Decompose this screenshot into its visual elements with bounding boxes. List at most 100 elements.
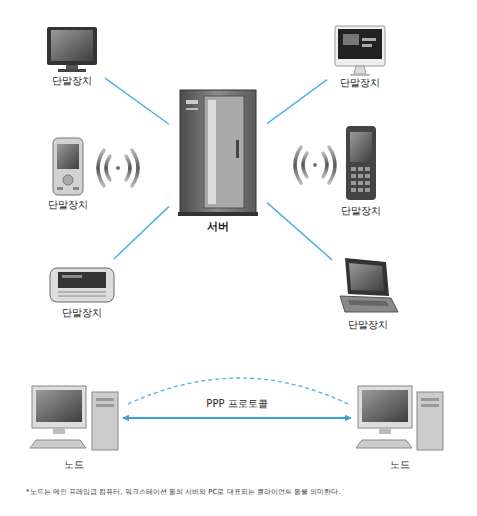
terminal-node: 단말장치 bbox=[333, 252, 403, 331]
handheld-icon bbox=[50, 268, 114, 302]
laptop-icon bbox=[348, 300, 389, 306]
laptop-icon bbox=[340, 296, 398, 312]
link-line bbox=[267, 203, 332, 260]
pda-icon bbox=[57, 187, 63, 190]
desktop-monitor-icon bbox=[362, 44, 372, 47]
device-label: 단말장치 bbox=[40, 74, 104, 87]
pc-icon bbox=[30, 386, 118, 450]
terminal-node: 단말장치 bbox=[40, 22, 104, 87]
server-cabinet-icon bbox=[178, 90, 258, 216]
wireless-symbol bbox=[303, 153, 307, 177]
protocol-arrow bbox=[123, 417, 351, 419]
handheld-icon bbox=[50, 268, 114, 302]
computer-node: 노드 bbox=[353, 380, 447, 471]
device-label: 노드 bbox=[353, 458, 447, 471]
wireless-symbol bbox=[132, 150, 138, 186]
server-cabinet-icon bbox=[180, 90, 256, 214]
device-label: 노드 bbox=[27, 458, 121, 471]
phone-icon bbox=[365, 167, 370, 171]
link-line bbox=[114, 206, 169, 259]
wireless-symbol bbox=[329, 147, 335, 183]
laptop-icon bbox=[349, 263, 384, 291]
terminal-node: 단말장치 bbox=[43, 132, 93, 211]
device-label: 단말장치 bbox=[43, 198, 93, 211]
pc-icon bbox=[30, 440, 86, 448]
handheld-icon bbox=[58, 272, 106, 288]
laptop-icon bbox=[345, 258, 389, 296]
pda-icon bbox=[53, 138, 83, 195]
pc-icon bbox=[96, 398, 114, 401]
phone-icon bbox=[358, 188, 363, 192]
server-cabinet-icon bbox=[186, 108, 198, 110]
desktop-monitor-icon bbox=[350, 74, 370, 76]
wireless-symbol bbox=[106, 156, 110, 180]
phone-icon bbox=[351, 167, 356, 171]
phone-icon bbox=[365, 174, 370, 178]
handheld-icon bbox=[62, 275, 82, 278]
pc-icon bbox=[32, 386, 86, 428]
pc-icon bbox=[358, 386, 412, 428]
device-label: 단말장치 bbox=[44, 306, 120, 319]
tv-monitor-icon bbox=[47, 27, 97, 72]
tv-monitor-icon bbox=[58, 69, 86, 72]
phone-icon bbox=[350, 132, 372, 162]
computer-node: 노드 bbox=[27, 380, 121, 471]
server-cabinet-icon bbox=[178, 212, 258, 216]
wireless-symbol bbox=[323, 153, 327, 177]
handheld-icon bbox=[58, 292, 106, 293]
link-line bbox=[267, 80, 327, 124]
handheld-icon bbox=[58, 296, 106, 297]
terminal-node: 단말장치 bbox=[336, 122, 386, 217]
device-label: 서버 bbox=[170, 220, 266, 233]
phone-icon bbox=[351, 181, 356, 185]
pc-icon bbox=[96, 404, 114, 407]
desktop-monitor-icon bbox=[343, 34, 359, 45]
pc-icon bbox=[417, 392, 443, 450]
wireless-symbol bbox=[295, 147, 335, 183]
pc-icon bbox=[356, 386, 443, 450]
tv-monitor-icon bbox=[66, 65, 78, 69]
pda-icon bbox=[63, 175, 73, 185]
wireless-symbol bbox=[116, 166, 120, 170]
link-line bbox=[105, 78, 169, 124]
wireless-symbol bbox=[126, 156, 130, 180]
phone-icon bbox=[351, 174, 356, 178]
pda-icon bbox=[53, 138, 83, 195]
desktop-monitor-icon bbox=[338, 29, 382, 59]
tv-monitor-icon bbox=[47, 27, 97, 65]
tv-monitor-icon bbox=[51, 30, 93, 61]
pc-icon bbox=[379, 428, 391, 434]
pc-icon bbox=[421, 398, 439, 401]
pc-icon bbox=[362, 390, 408, 422]
server-cabinet-icon bbox=[236, 140, 239, 158]
server-cabinet-icon bbox=[208, 100, 216, 204]
device-label: 단말장치 bbox=[328, 76, 392, 89]
pda-icon bbox=[73, 187, 79, 190]
phone-icon bbox=[346, 126, 376, 200]
phone-icon bbox=[358, 174, 363, 178]
phone-icon bbox=[365, 181, 370, 185]
wireless-symbol bbox=[295, 147, 301, 183]
pc-icon bbox=[92, 392, 118, 450]
wireless-symbol bbox=[313, 163, 317, 167]
pc-icon bbox=[421, 404, 439, 407]
terminal-node: 단말장치 bbox=[328, 22, 392, 89]
laptop-icon bbox=[340, 258, 398, 312]
desktop-monitor-icon bbox=[354, 66, 366, 74]
pc-icon bbox=[356, 440, 412, 448]
phone-icon bbox=[351, 188, 356, 192]
phone-icon bbox=[365, 188, 370, 192]
phone-icon bbox=[346, 126, 376, 200]
terminal-node: 단말장치 bbox=[44, 260, 120, 319]
pc-icon bbox=[36, 390, 82, 422]
wireless-symbol bbox=[98, 150, 138, 186]
desktop-monitor-icon bbox=[335, 26, 385, 76]
pda-icon bbox=[57, 144, 79, 169]
pc-icon bbox=[53, 428, 65, 434]
footnote-caption: *노드는 메인 프레임급 컴퓨터, 워크스테이션 등의 서버와 PC로 대표되는… bbox=[26, 488, 341, 497]
server-cabinet-icon bbox=[204, 96, 244, 208]
wireless-symbol bbox=[98, 150, 104, 186]
server-node: 서버 bbox=[170, 86, 266, 233]
